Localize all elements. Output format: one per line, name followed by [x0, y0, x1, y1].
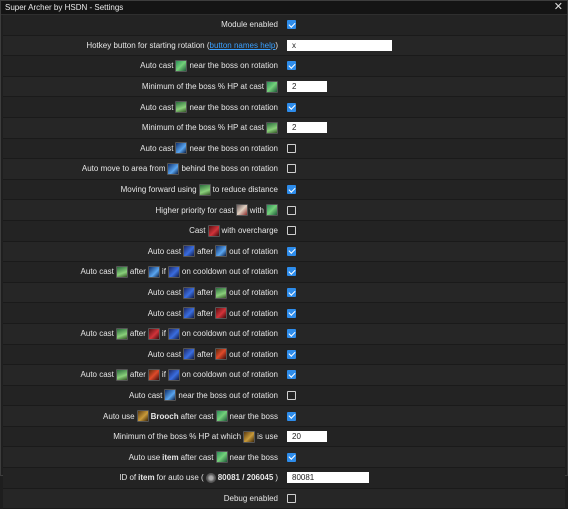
- skill-blue-arrow-icon: [183, 348, 196, 361]
- setting-min-hp-2: Minimum of the boss % HP at cast: [3, 117, 565, 139]
- debug-enabled-checkbox[interactable]: [287, 493, 296, 503]
- skill-blue-eye-icon: [175, 142, 188, 155]
- skill-blue-arrow-icon: [183, 286, 196, 299]
- item-icon: [205, 472, 216, 483]
- setting-checkbox[interactable]: [287, 349, 296, 359]
- settings-list: Module enabled Hotkey button for startin…: [3, 15, 565, 509]
- skill-blue-arrow-icon: [183, 245, 196, 258]
- skill-blue-arrow-icon: [167, 265, 180, 278]
- setting-label: Module enabled: [221, 20, 278, 30]
- skill-blue-eye-icon: [167, 162, 180, 175]
- skill-green-icon: [215, 451, 228, 464]
- setting-checkbox[interactable]: [287, 164, 296, 174]
- setting-checkbox[interactable]: [287, 329, 296, 339]
- title-bar: Super Archer by HSDN - Settings ✕: [1, 1, 567, 15]
- setting-module-enabled: Module enabled: [3, 15, 565, 36]
- setting-checkbox[interactable]: [287, 143, 296, 153]
- skill-green-icon: [266, 80, 278, 93]
- close-icon[interactable]: ✕: [553, 1, 563, 13]
- skill-fire-icon: [147, 368, 160, 381]
- window-title: Super Archer by HSDN - Settings: [5, 3, 124, 12]
- setting-checkbox[interactable]: [287, 246, 296, 256]
- skill-dash-icon: [115, 327, 128, 340]
- skill-blue-arrow-icon: [183, 307, 196, 320]
- setting-min-hp-1: Minimum of the boss % HP at cast: [3, 76, 565, 98]
- setting-checkbox[interactable]: [287, 411, 296, 421]
- setting-checkbox[interactable]: [287, 452, 296, 462]
- skill-red-icon: [207, 224, 220, 237]
- skill-green-icon: [175, 59, 188, 72]
- skill-arrow-rain-icon: [235, 204, 248, 217]
- skill-blue-arrow-icon: [167, 327, 180, 340]
- button-names-help-link[interactable]: button names help: [209, 40, 276, 50]
- skill-red-icon: [147, 327, 160, 340]
- setting-checkbox[interactable]: [287, 390, 296, 400]
- skill-arrow-green-icon: [215, 286, 228, 299]
- setting-checkbox[interactable]: [287, 226, 296, 236]
- brooch-icon: [243, 430, 256, 443]
- setting-checkbox[interactable]: [287, 267, 296, 277]
- item-id-input[interactable]: [287, 472, 369, 484]
- skill-blue-fish-icon: [215, 245, 228, 258]
- skill-dash-icon: [115, 265, 128, 278]
- brooch-icon: [136, 410, 149, 423]
- skill-blue-arrow-icon: [167, 368, 180, 381]
- skill-arrow-green-icon: [175, 101, 188, 114]
- skill-green-icon: [266, 204, 278, 217]
- setting-checkbox[interactable]: [287, 61, 296, 71]
- module-enabled-checkbox[interactable]: [287, 20, 296, 30]
- setting-checkbox[interactable]: [287, 370, 296, 380]
- skill-dash-icon: [115, 368, 128, 381]
- setting-label: Hotkey button for starting rotation (but…: [86, 40, 278, 50]
- min-hp-input[interactable]: [287, 122, 327, 134]
- skill-dash-icon: [198, 183, 211, 196]
- skill-green-icon: [215, 410, 228, 423]
- skill-blue-eye-icon: [164, 389, 177, 402]
- skill-blue-fish-icon: [147, 265, 160, 278]
- setting-checkbox[interactable]: [287, 102, 296, 112]
- settings-window: Super Archer by HSDN - Settings ✕ Module…: [0, 0, 568, 476]
- setting-hotkey: Hotkey button for starting rotation (but…: [3, 35, 565, 57]
- skill-red-icon: [215, 307, 228, 320]
- setting-label: Debug enabled: [223, 493, 278, 503]
- setting-checkbox[interactable]: [287, 288, 296, 298]
- setting-checkbox[interactable]: [287, 308, 296, 318]
- hotkey-input[interactable]: [287, 39, 392, 51]
- skill-fire-icon: [215, 348, 228, 361]
- skill-arrow-green-icon: [266, 121, 278, 134]
- setting-checkbox[interactable]: [287, 185, 296, 195]
- setting-checkbox[interactable]: [287, 205, 296, 215]
- min-hp-brooch-input[interactable]: [287, 431, 327, 443]
- min-hp-input[interactable]: [287, 81, 327, 93]
- setting-debug-enabled: Debug enabled: [3, 488, 565, 509]
